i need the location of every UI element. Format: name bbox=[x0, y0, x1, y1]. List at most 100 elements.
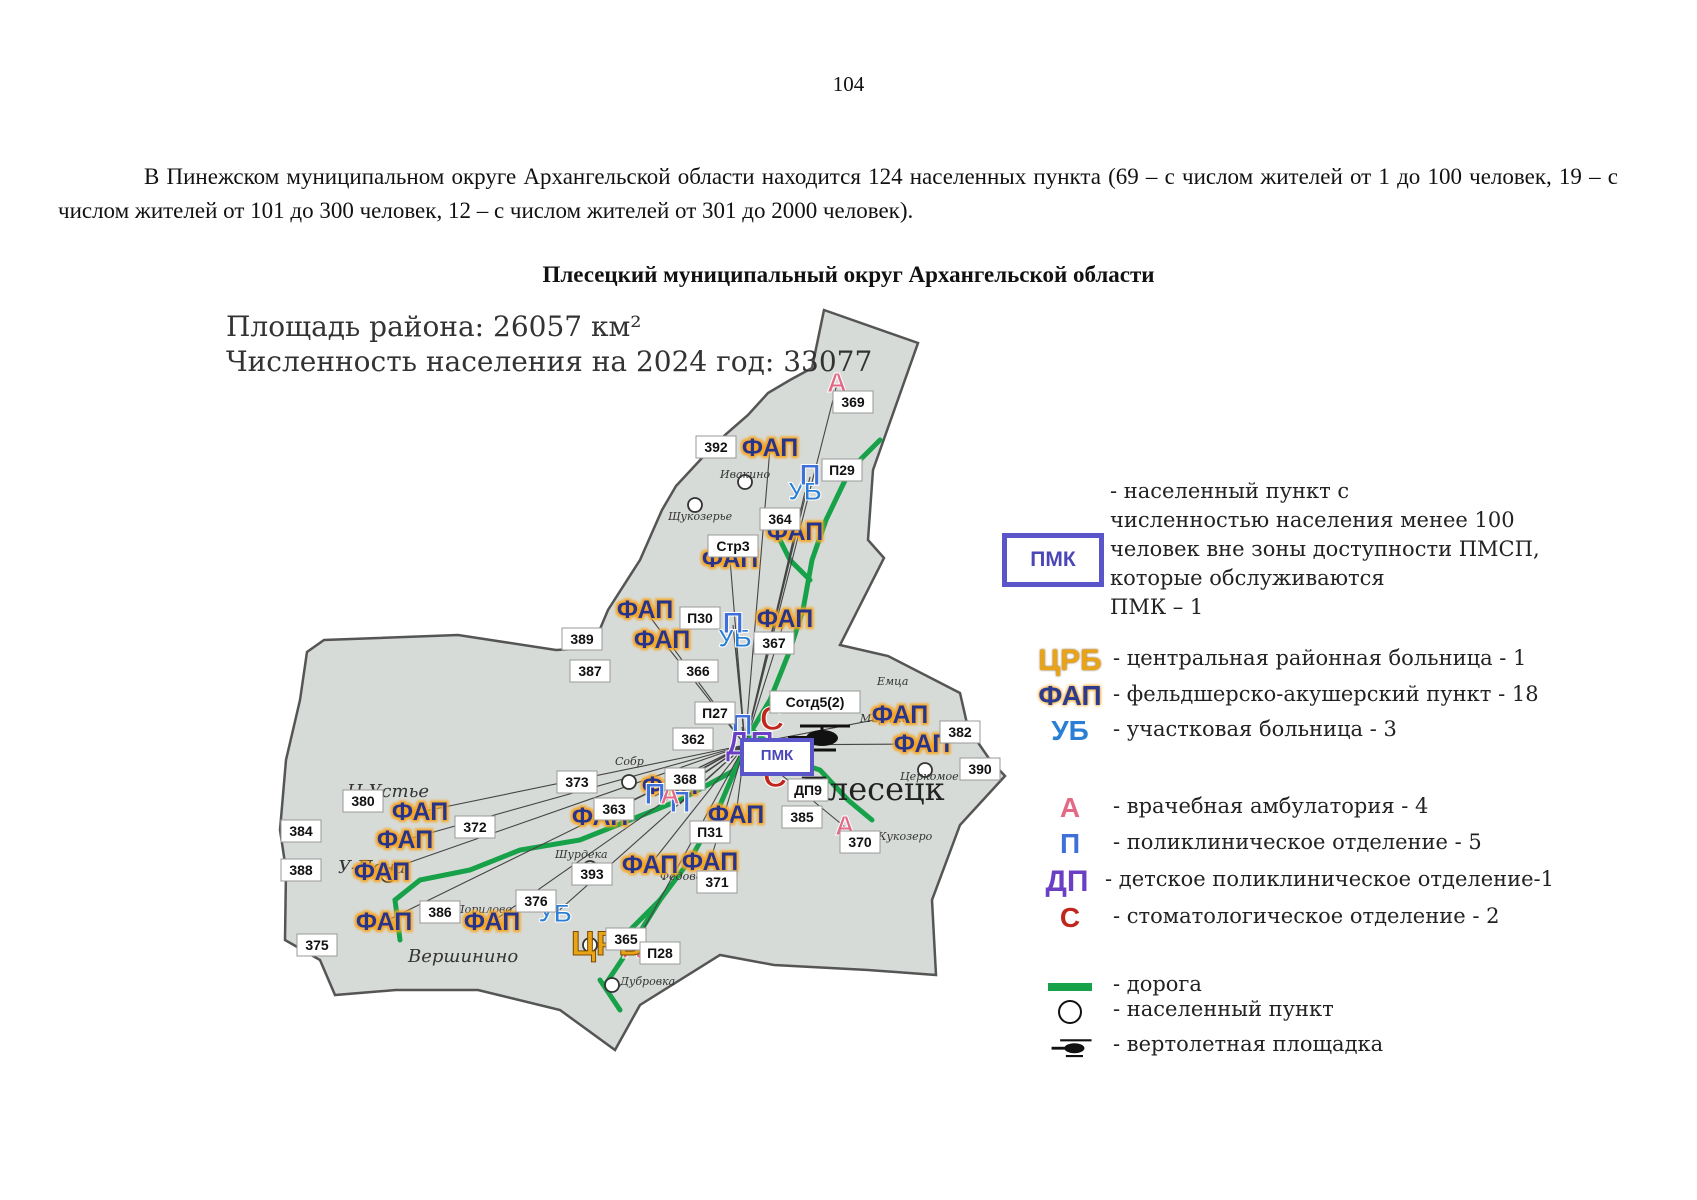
settlement-marker bbox=[604, 977, 620, 993]
map-label-text: П29 bbox=[829, 462, 855, 478]
settlement-marker bbox=[687, 497, 703, 513]
region-boundary bbox=[278, 308, 1007, 1052]
place-name: Емца bbox=[876, 675, 908, 688]
ub-symbol: УБ bbox=[788, 478, 822, 506]
connection-line bbox=[732, 624, 746, 746]
map-label: 382 bbox=[939, 720, 981, 744]
legend-symbol: С bbox=[1059, 902, 1081, 933]
place-name: Собр bbox=[615, 755, 644, 768]
fap-symbol: ФАП bbox=[872, 701, 928, 729]
map-label: 387 bbox=[569, 659, 611, 683]
map-label-box bbox=[787, 778, 829, 802]
fap-symbol: ФАП bbox=[617, 596, 673, 624]
place-name: Федово bbox=[660, 870, 703, 883]
map-label-text: 390 bbox=[968, 761, 992, 777]
pmk-box bbox=[740, 738, 814, 776]
legend-text: - населенный пункт bbox=[1113, 997, 1334, 1021]
place-name: Мирный bbox=[859, 712, 909, 725]
map-label: 393 bbox=[571, 862, 613, 886]
map-label-box bbox=[569, 659, 611, 683]
map-label: Сотд5(2) bbox=[769, 690, 861, 714]
map-label-text: П31 bbox=[697, 824, 723, 840]
map-label: 389 bbox=[561, 627, 603, 651]
map-label-box bbox=[781, 805, 823, 829]
area-stat: Площадь района: 26057 км² bbox=[226, 310, 642, 343]
legend-text: - поликлиническое отделение - 5 bbox=[1113, 830, 1482, 854]
page-number: 104 bbox=[832, 72, 865, 96]
map-label-box bbox=[939, 720, 981, 744]
map-label-text: 373 bbox=[565, 774, 589, 790]
legend-symbol: ФАП bbox=[1038, 680, 1102, 711]
legend-text: - дорога bbox=[1113, 972, 1202, 996]
map-label-text: 387 bbox=[578, 663, 602, 679]
legend-road-icon bbox=[1048, 975, 1092, 991]
map-label: П29 bbox=[821, 458, 863, 482]
map-label-text: П28 bbox=[647, 945, 673, 961]
map-label-box bbox=[689, 820, 731, 844]
map-label: 390 bbox=[959, 757, 1001, 781]
settlement-marker bbox=[917, 762, 933, 778]
map-label: 388 bbox=[280, 858, 322, 882]
map-label-text: 388 bbox=[289, 862, 313, 878]
legend-symbol: ДП bbox=[1045, 865, 1089, 898]
map-label-text: 367 bbox=[762, 635, 786, 651]
p-symbol: П bbox=[731, 709, 753, 742]
map-label: 370 bbox=[839, 830, 881, 854]
legend-symbol: УБ bbox=[1051, 715, 1089, 746]
map-label-box bbox=[454, 815, 496, 839]
map-label-box bbox=[707, 534, 759, 558]
ub-symbol: УБ bbox=[718, 625, 752, 653]
map-label-box bbox=[664, 767, 706, 791]
map-label: 365 bbox=[605, 927, 647, 951]
fap-symbol: ФАП bbox=[742, 434, 798, 462]
road bbox=[597, 977, 623, 1013]
map-label: Стр3 bbox=[707, 534, 759, 558]
legend-pmk-line: численностью населения менее 100 bbox=[1110, 508, 1515, 532]
map-label: П27 bbox=[694, 701, 736, 725]
place-name: Дубровка bbox=[619, 975, 675, 988]
map-label-text: Сотд5(2) bbox=[786, 694, 845, 710]
map-label-box bbox=[296, 933, 338, 957]
map-label: 385 bbox=[781, 805, 823, 829]
map-label: 368 bbox=[664, 767, 706, 791]
map-label-text: 371 bbox=[705, 874, 729, 890]
fap-symbol: ФАП bbox=[377, 826, 433, 854]
map-label: 375 bbox=[296, 933, 338, 957]
legend-pmk-description: - населенный пункт с численностью населе… bbox=[1110, 477, 1540, 622]
pmk-symbol: ПМК bbox=[761, 747, 794, 764]
map-title: Плесецкий муниципальный округ Архангельс… bbox=[542, 262, 1155, 287]
connection-line bbox=[744, 447, 771, 746]
legend-helipad-icon bbox=[1048, 1035, 1098, 1070]
map-label: 363 bbox=[593, 797, 635, 821]
map-label-box bbox=[759, 507, 801, 531]
place-name: У-Поча bbox=[338, 857, 406, 878]
p-symbol: П bbox=[669, 786, 691, 819]
map-label-box bbox=[695, 435, 737, 459]
legend-pmk-line: - населенный пункт с bbox=[1110, 479, 1350, 503]
fap-symbol: ФАП bbox=[356, 908, 412, 936]
map-label-text: 369 bbox=[841, 394, 865, 410]
legend-text: - центральная районная больница - 1 bbox=[1113, 646, 1527, 670]
legend-pmk-line: ПМК – 1 bbox=[1110, 595, 1204, 619]
settlement-marker bbox=[621, 774, 637, 790]
legend-pmk-line: человек вне зоны доступности ПМСП, bbox=[1110, 537, 1540, 561]
p-symbol: П bbox=[644, 778, 666, 811]
map-label-box bbox=[605, 927, 647, 951]
map-label: П31 bbox=[689, 820, 731, 844]
settlement-marker bbox=[582, 937, 598, 953]
map-label-text: 393 bbox=[580, 866, 604, 882]
map-label-box bbox=[593, 797, 635, 821]
fap-symbol: ФАП bbox=[354, 858, 410, 886]
legend-text: - детское поликлиническое отделение-1 bbox=[1105, 867, 1555, 891]
map-label-box bbox=[677, 659, 719, 683]
map-label: 362 bbox=[672, 727, 714, 751]
place-name: Шурдека bbox=[554, 848, 608, 861]
map-label-text: 385 bbox=[790, 809, 814, 825]
fap-symbol: ФАП bbox=[634, 626, 690, 654]
map-label: 376 bbox=[515, 889, 557, 913]
map-label-text: 368 bbox=[673, 771, 697, 787]
fap-symbol: ФАП bbox=[392, 798, 448, 826]
map-label: П28 bbox=[639, 941, 681, 965]
place-name: Щукозерье bbox=[668, 510, 733, 523]
